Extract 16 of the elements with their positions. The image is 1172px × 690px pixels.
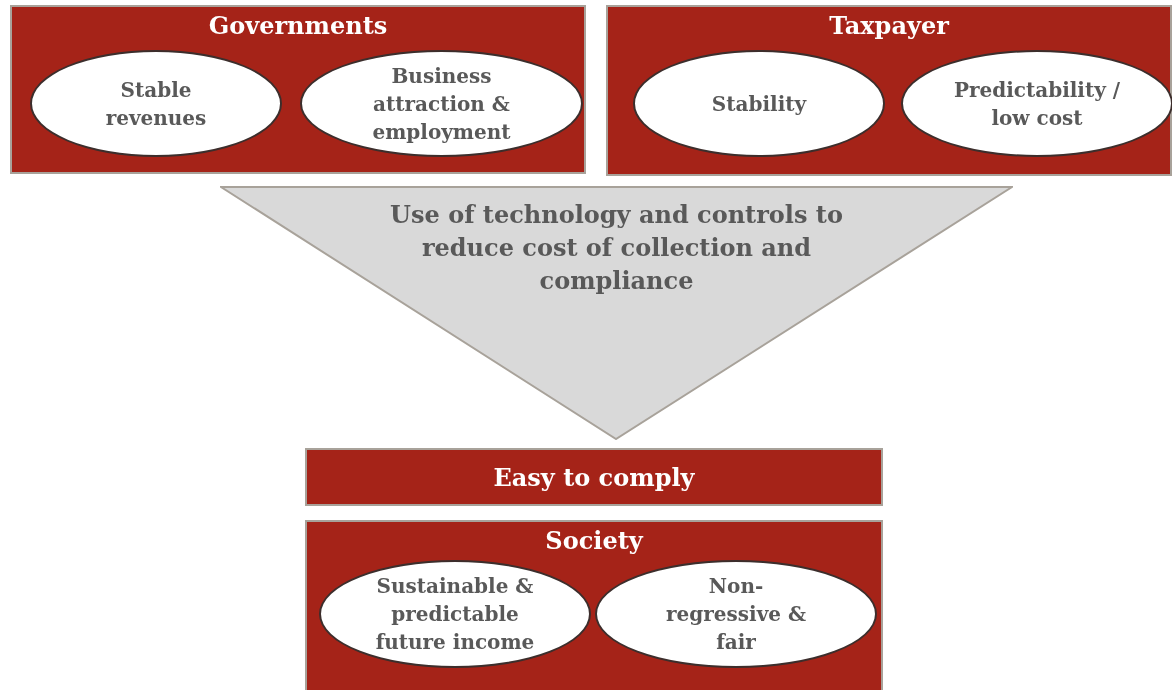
group-panel: [606, 5, 1172, 176]
banner-bar: [305, 448, 883, 506]
node-text: Non-regressive & fair: [665, 573, 807, 656]
panel-title: Taxpayer: [828, 11, 950, 41]
panel-title: Society: [544, 526, 645, 556]
node-text: Stability: [710, 90, 808, 118]
node-text: Use of technology and controls to reduce cost of collection and compliance: [389, 199, 844, 297]
node-text: Sustainable & predictable future income: [374, 573, 536, 656]
panel-title: Governments: [207, 11, 389, 41]
funnel-triangle: [220, 186, 1013, 440]
node-text: Stable revenues: [104, 76, 208, 132]
group-panel: [10, 5, 586, 174]
node-text: Predictability / low cost: [952, 76, 1122, 132]
banner-text: Easy to comply: [493, 462, 695, 492]
group-panel: [305, 520, 883, 690]
node-text: Business attraction & employment: [371, 62, 512, 146]
